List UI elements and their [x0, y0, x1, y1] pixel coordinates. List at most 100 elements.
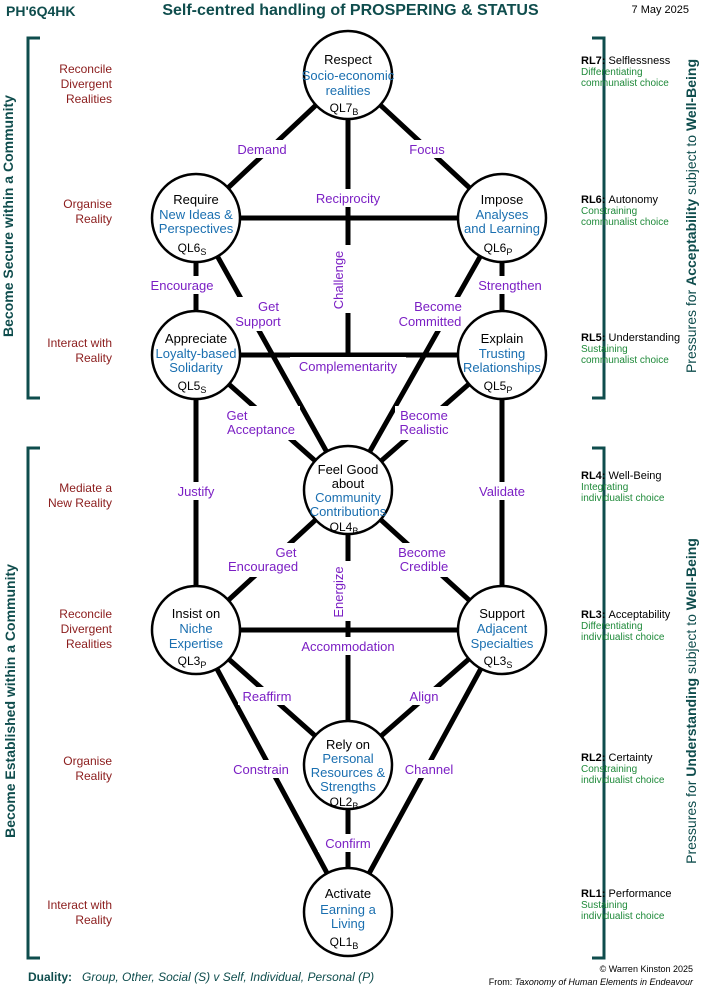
page-title: Self-centred handling of PROSPERING & ST…	[162, 2, 539, 19]
svg-text:QL5S: QL5S	[178, 379, 207, 395]
svg-text:Adjacent: Adjacent	[477, 621, 528, 636]
right-bracket-top	[592, 36, 606, 400]
label-accommodation: Accommodation	[301, 639, 394, 654]
node-ql6s-circle	[150, 172, 242, 264]
label-become-realistic-1: Become	[400, 408, 448, 423]
left-bracket-bottom	[26, 446, 40, 960]
right-bracket-bottom	[592, 446, 606, 960]
svg-text:New Ideas &: New Ideas &	[159, 207, 233, 222]
node-ql1-circle	[302, 866, 394, 958]
node-ql5s-circle	[150, 309, 242, 401]
label-get-support-1: Get	[258, 299, 279, 314]
svg-text:Insist on: Insist on	[172, 606, 220, 621]
document-code: PH'6Q4HK	[6, 3, 76, 19]
node-ql4-circle	[302, 444, 394, 536]
label-become-committed-1: Become	[414, 299, 462, 314]
svg-text:Explain: Explain	[481, 331, 524, 346]
svg-text:QL4B: QL4B	[330, 520, 359, 536]
label-become-credible-1: Become	[398, 545, 446, 560]
label-confirm: Confirm	[325, 836, 371, 851]
svg-text:QL2B: QL2B	[330, 795, 359, 811]
svg-text:realities: realities	[326, 83, 371, 98]
svg-text:Personal: Personal	[322, 751, 373, 766]
copyright: © Warren Kinston 2025	[599, 964, 693, 974]
label-constrain: Constrain	[233, 762, 289, 777]
svg-text:QL7B: QL7B	[330, 101, 359, 117]
node-ql4: Feel Good about Community Contributions …	[310, 462, 387, 536]
node-ql5p: Explain Trusting Relationships QL5P	[463, 331, 542, 395]
svg-text:about: about	[332, 476, 365, 491]
svg-text:Contributions: Contributions	[310, 504, 387, 519]
svg-text:QL5P: QL5P	[484, 379, 513, 395]
svg-text:Relationships: Relationships	[463, 360, 542, 375]
node-ql6p-circle	[456, 172, 548, 264]
source-citation: From: Taxonomy of Human Elements in Ende…	[488, 977, 693, 987]
svg-text:and Learning: and Learning	[464, 221, 540, 236]
svg-text:Trusting: Trusting	[479, 346, 525, 361]
svg-text:Loyalty-based: Loyalty-based	[156, 346, 237, 361]
node-ql3s: Support Adjacent Specialties QL3S	[471, 606, 534, 670]
edge-labels: Demand Focus Reciprocity Encourage Stren…	[143, 140, 548, 852]
svg-text:Rely on: Rely on	[326, 737, 370, 752]
node-ql7: Respect Socio-economic realities QL7B	[302, 52, 395, 117]
left-bracket-top	[26, 36, 40, 400]
svg-text:Living: Living	[331, 916, 365, 931]
svg-text:Require: Require	[173, 192, 219, 207]
vertical-edge-labels: Challenge Energize	[330, 245, 366, 621]
label-reaffirm: Reaffirm	[243, 689, 292, 704]
svg-text:Strengths: Strengths	[320, 779, 376, 794]
label-get-support-2: Support	[235, 314, 281, 329]
svg-text:Niche: Niche	[179, 621, 212, 636]
svg-text:QL3S: QL3S	[484, 654, 513, 670]
node-ql2-circle	[302, 719, 394, 811]
svg-text:Analyses: Analyses	[476, 207, 529, 222]
svg-text:QL6S: QL6S	[178, 241, 207, 257]
label-strengthen: Strengthen	[478, 278, 542, 293]
node-ql3p-circle	[150, 584, 242, 676]
label-become-realistic-2: Realistic	[399, 422, 449, 437]
node-ql7-circle	[302, 29, 394, 121]
node-circles	[150, 29, 548, 958]
node-texts: Respect Socio-economic realities QL7B Re…	[156, 52, 542, 951]
svg-text:Community: Community	[315, 490, 381, 505]
svg-text:Resources &: Resources &	[311, 765, 386, 780]
node-ql3p: Insist on Niche Expertise QL3P	[169, 606, 223, 670]
node-ql6p: Impose Analyses and Learning QL6P	[464, 192, 540, 257]
svg-text:Socio-economic: Socio-economic	[302, 68, 395, 83]
node-ql5s: Appreciate Loyalty-based Solidarity QL5S	[156, 331, 237, 395]
label-get-acceptance-2: Acceptance	[227, 422, 295, 437]
node-ql5p-circle	[456, 309, 548, 401]
svg-text:Appreciate: Appreciate	[165, 331, 227, 346]
date-label: 7 May 2025	[631, 4, 689, 16]
svg-text:QL3P: QL3P	[178, 654, 207, 670]
node-ql6s: Require New Ideas & Perspectives QL6S	[159, 192, 234, 257]
label-reciprocity: Reciprocity	[316, 191, 381, 206]
label-get-acceptance-1: Get	[227, 408, 248, 423]
label-energize: Energize	[331, 566, 346, 617]
label-validate: Validate	[479, 484, 525, 499]
label-align: Align	[410, 689, 439, 704]
svg-text:Impose: Impose	[481, 192, 524, 207]
node-ql1: Activate Earning a Living QL1B	[320, 886, 376, 951]
svg-text:Activate: Activate	[325, 886, 371, 901]
svg-text:Solidarity: Solidarity	[169, 360, 223, 375]
svg-text:Expertise: Expertise	[169, 636, 223, 651]
label-complementarity: Complementarity	[299, 359, 398, 374]
label-become-committed-2: Committed	[399, 314, 462, 329]
svg-text:Feel Good: Feel Good	[318, 462, 379, 477]
label-become-credible-2: Credible	[400, 559, 448, 574]
